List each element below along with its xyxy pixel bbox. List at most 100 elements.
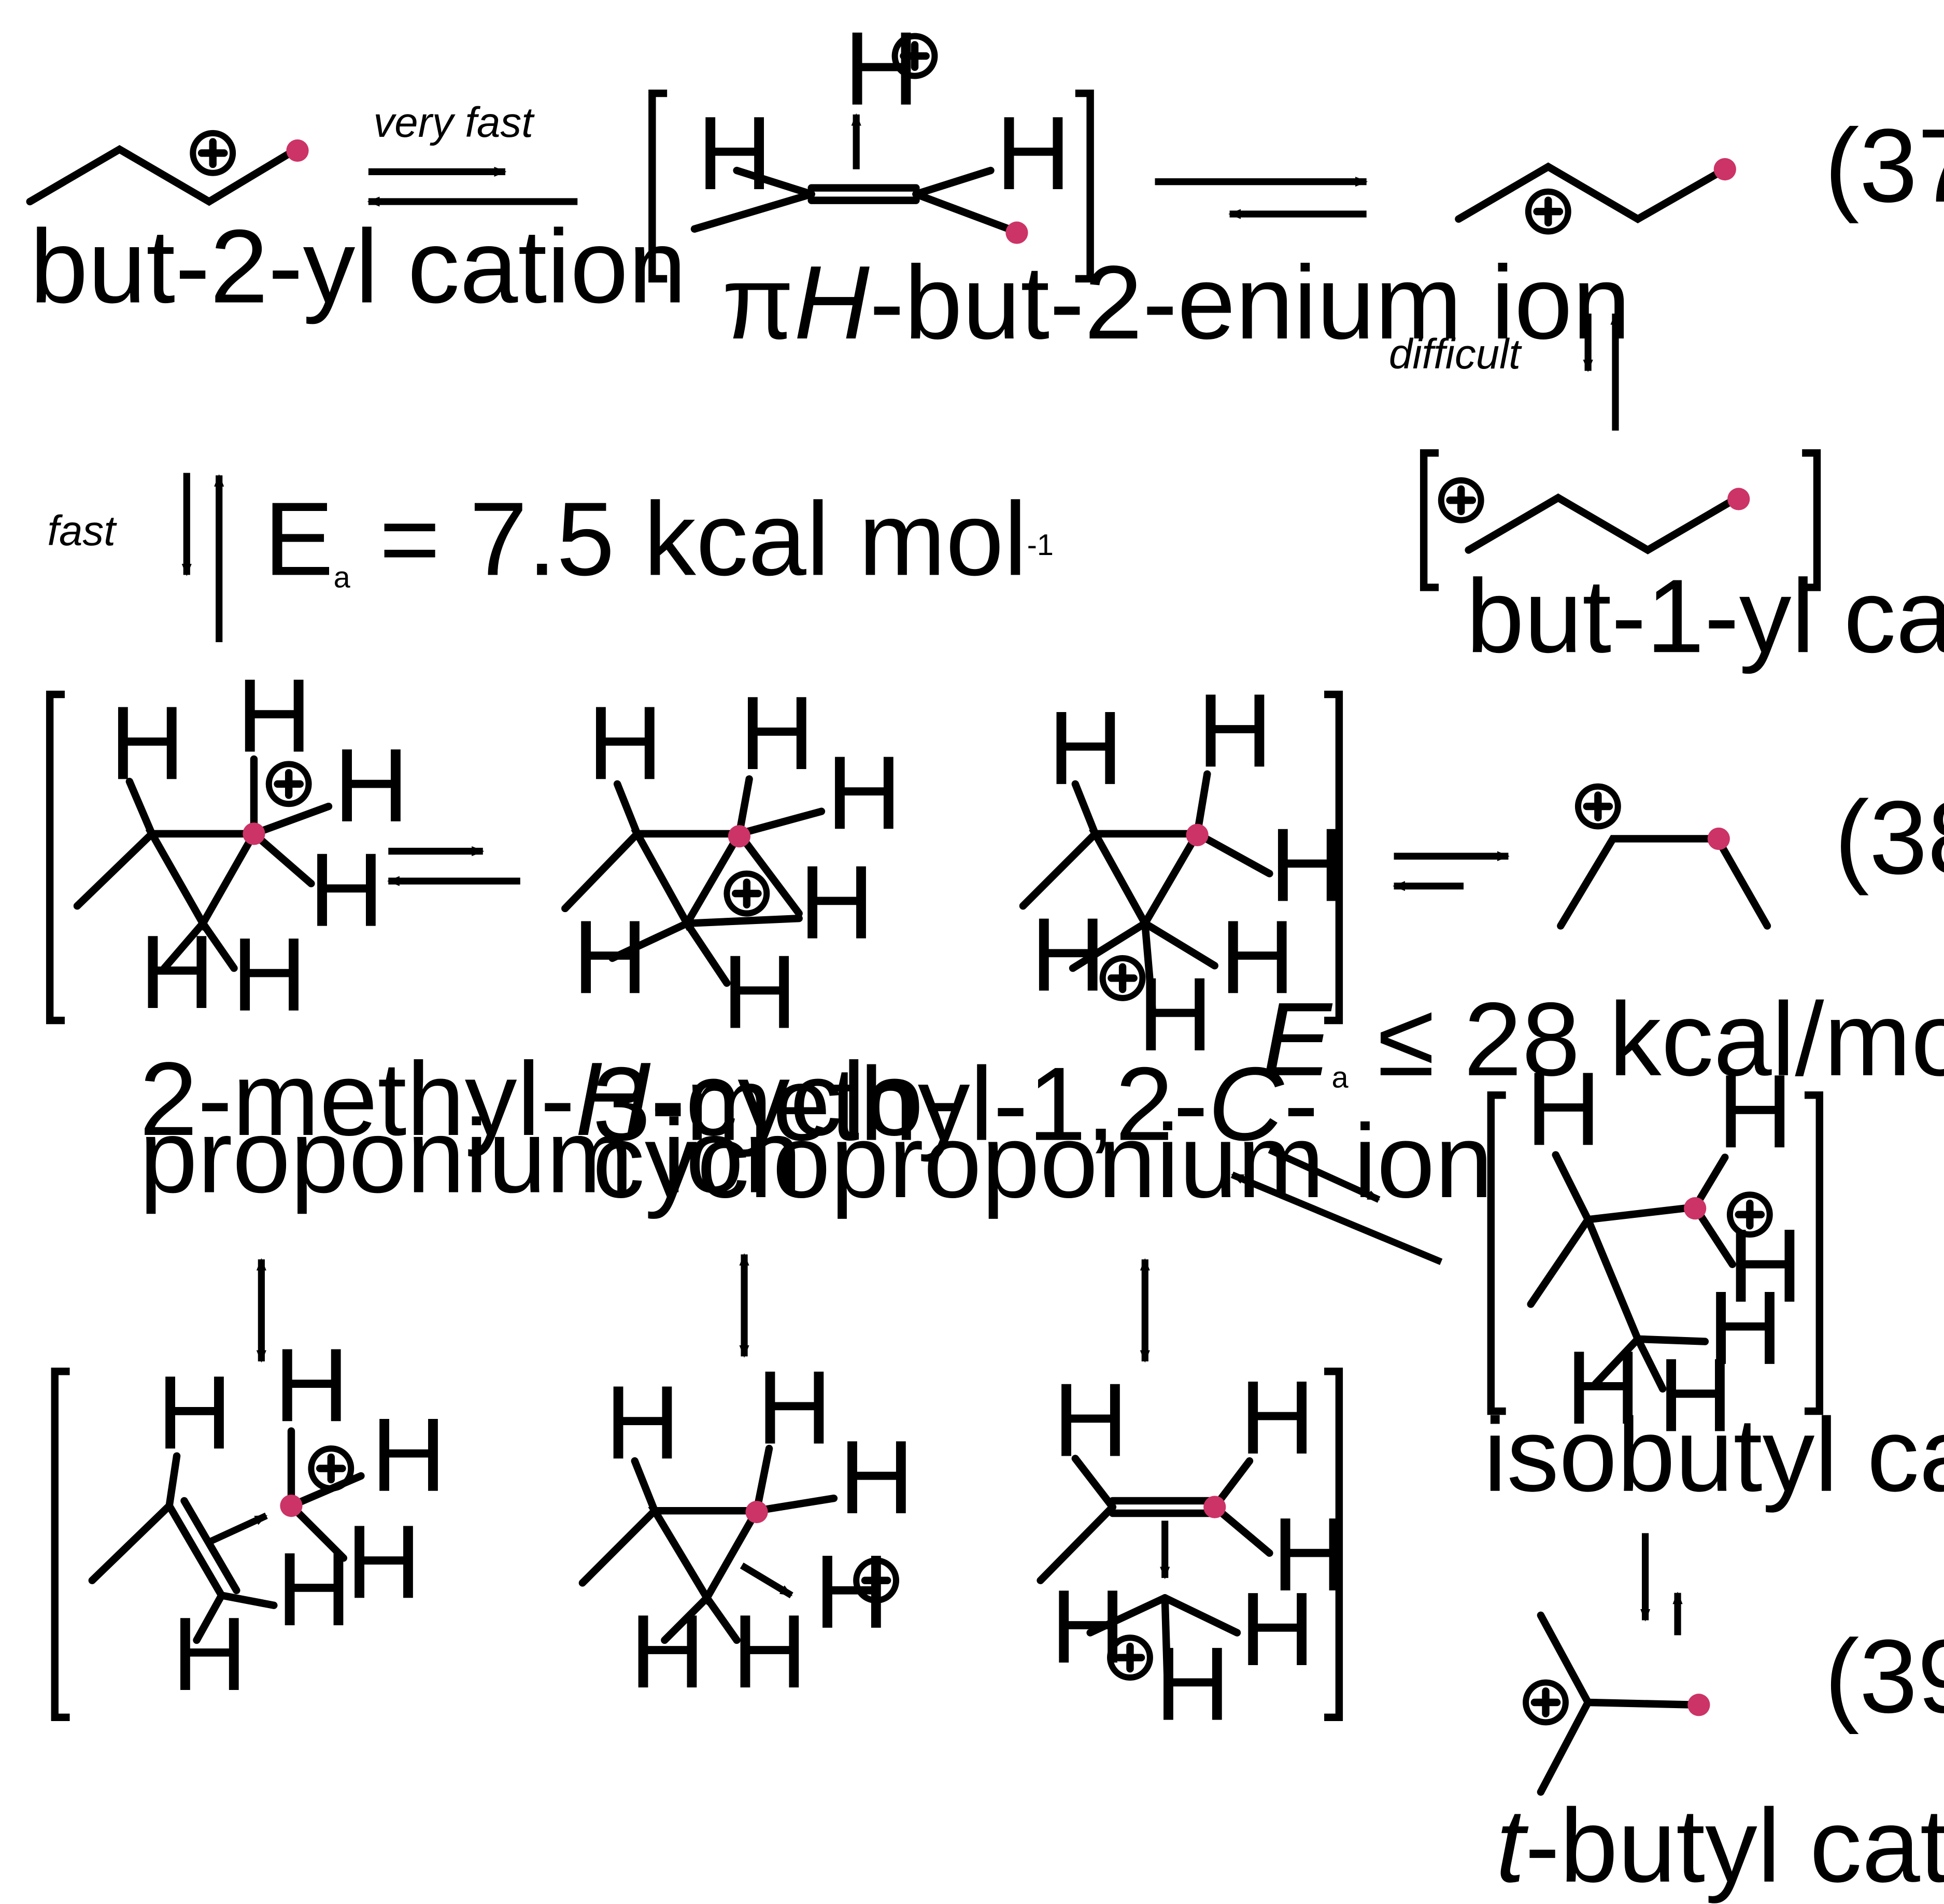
atom-h: H [1048, 689, 1124, 806]
t-butyl-cation-label: t-butyl cation [1496, 1787, 1944, 1904]
corner-protonated-cyclopropane-structure: H H H H H H [1019, 672, 1345, 1073]
label-dot [745, 1500, 768, 1524]
atom-h: H [334, 727, 409, 844]
right-bracket [1802, 449, 1821, 591]
atom-h: H [1240, 1359, 1315, 1476]
atom-h: H [630, 1593, 705, 1710]
atom-h: H [157, 1354, 233, 1471]
atom-h: H [1658, 1337, 1734, 1454]
activation-energy-2: Ea ≤ 28 kcal/mol [1262, 981, 1944, 1098]
plus-charge-icon [1574, 783, 1621, 830]
plus-charge-icon [1726, 1191, 1773, 1238]
atom-h: H [1269, 806, 1345, 923]
label-dot [1707, 827, 1730, 850]
atom-h: H [1526, 1050, 1601, 1167]
3-methyl-1-2-c-cycloproponium-structure: H H H H H H [561, 674, 902, 1050]
but-2-yl-cation-label: but-2-yl cation [30, 208, 687, 325]
atom-h: H [605, 1363, 680, 1481]
atom-h: H [1240, 1570, 1315, 1687]
atom-h: H [346, 1503, 422, 1620]
plus-charge-icon [723, 870, 770, 917]
left-bracket [648, 89, 668, 283]
label-dot [1713, 158, 1736, 181]
atom-h: H [996, 94, 1071, 211]
atom-h: H [1053, 1361, 1129, 1479]
but-1-yl-cation-structure [1420, 449, 1821, 591]
label-dot [286, 139, 309, 162]
atom-h: H [573, 898, 648, 1015]
pi-h-but-2-enium-label: πH-but-2-enium ion [722, 244, 1630, 361]
left-bracket [1420, 449, 1439, 591]
atom-h: H [732, 1593, 807, 1710]
plus-charge-icon [891, 33, 938, 79]
atom-h: H [722, 933, 798, 1050]
atom-h: H [844, 10, 919, 127]
atom-h: H [1708, 1269, 1783, 1386]
atom-h: H [587, 684, 663, 801]
atom-h: H [232, 916, 307, 1033]
plus-charge-icon [308, 1445, 354, 1491]
reverse-arrow [1230, 1171, 1443, 1266]
atom-h: H [739, 674, 815, 791]
very-fast-label: very fast [373, 99, 535, 146]
atom-h: H [757, 1349, 832, 1466]
label-dot [280, 1494, 303, 1517]
atom-h: H [274, 1326, 349, 1443]
label-dot [243, 822, 265, 845]
propene-methyl-cation-structure: H H H H H H [88, 1326, 447, 1712]
plus-charge-icon [1099, 955, 1146, 1001]
methylcyclopropane-proton-structure: H H H H H H [578, 1349, 915, 1710]
but-2-yl-cation-structure-right [1455, 158, 1736, 235]
but-1-yl-cation-label: but-1-yl cation [1466, 557, 1944, 674]
3-methyl-c-cycloproponium-label-line1: 3-methyl-1,2-C- [592, 1045, 1318, 1162]
label-dot [1687, 1694, 1710, 1716]
isobutyl-cation-structure: H H H H H H [1487, 1050, 1823, 1454]
t-butyl-cation-structure [1523, 1611, 1710, 1796]
plus-charge-icon [1525, 188, 1571, 235]
equation-number-39: (39) [1824, 1617, 1944, 1735]
atom-h: H [827, 734, 902, 851]
but-2-yl-cation-product [1557, 783, 1771, 930]
3-methyl-c-cycloproponium-label-line2: cycloproponium ion [592, 1102, 1493, 1219]
2-methyl-h-cycloproponium-label-line1: 2-methyl-H-cyclo- [139, 1040, 958, 1157]
atom-h: H [799, 844, 875, 961]
atom-h: H [1219, 898, 1295, 1015]
atom-h: H [697, 94, 773, 211]
label-dot [1005, 221, 1028, 244]
plus-charge-icon [265, 761, 312, 807]
plus-charge-icon [1438, 477, 1484, 523]
atom-h: H [1138, 956, 1213, 1073]
fast-label: fast [47, 507, 117, 555]
atom-h: H [1272, 1496, 1347, 1613]
pi-h-but-2-enium-structure: H H H [648, 10, 1094, 283]
atom-h: H [1197, 672, 1273, 789]
forward-arrow [1268, 1146, 1381, 1203]
equation-number-37: (37) [1824, 107, 1944, 224]
but-2-yl-cation-structure [26, 130, 309, 206]
atom-h: H [371, 1396, 447, 1513]
isobutyl-cation-label: isobutyl cation [1483, 1396, 1944, 1513]
label-dot [1684, 1197, 1707, 1220]
atom-h: H [839, 1418, 915, 1536]
plus-charge-icon [853, 1557, 900, 1604]
atom-h: H [139, 913, 215, 1030]
label-dot [1186, 823, 1209, 846]
atom-h: H [309, 831, 385, 948]
atom-h: H [276, 1530, 352, 1647]
label-dot [1203, 1496, 1226, 1518]
right-bracket [1804, 1091, 1823, 1415]
right-bracket [1324, 690, 1343, 1025]
label-dot [728, 825, 751, 848]
left-bracket [51, 1368, 70, 1722]
plus-charge-icon [190, 130, 236, 176]
atom-h: H [1030, 896, 1106, 1013]
left-bracket [46, 690, 65, 1025]
atom-h: H [1566, 1329, 1641, 1446]
plus-charge-icon [1523, 1679, 1569, 1726]
left-bracket [1487, 1091, 1506, 1415]
atom-h: H [236, 657, 312, 774]
ethylene-methyl-cation-structure: H H H H H H [1037, 1359, 1347, 1742]
2-methyl-h-cycloproponium-structure: H H H H H H [73, 657, 409, 1033]
difficult-label: difficult [1389, 331, 1522, 378]
